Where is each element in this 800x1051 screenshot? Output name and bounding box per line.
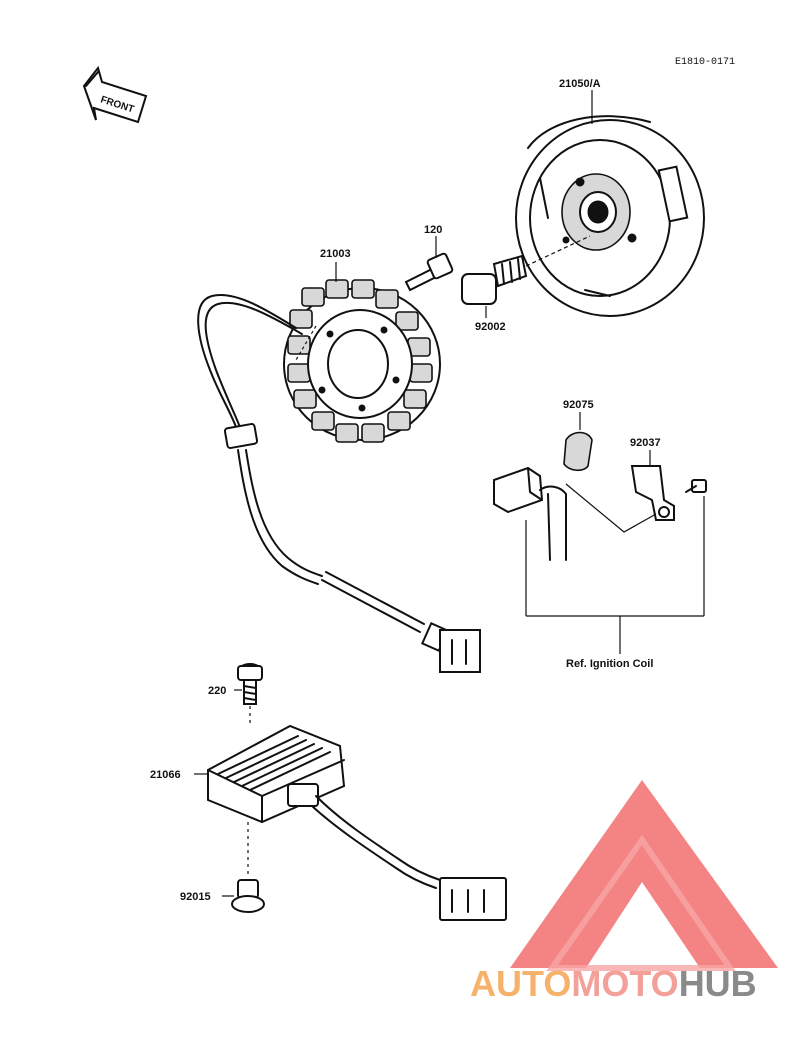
part-number-92002: 92002	[475, 321, 506, 333]
part-number-21003: 21003	[320, 248, 351, 260]
stator-harness	[197, 294, 481, 673]
logo-text-auto: AUTO	[470, 963, 571, 1004]
rotor-bolt-part[interactable]	[461, 235, 591, 305]
part-number-120: 120	[424, 224, 442, 236]
logo-text-hub: HUB	[679, 963, 757, 1004]
front-arrow-icon: FRONT	[82, 65, 148, 124]
stator-part[interactable]	[283, 279, 441, 443]
spacer-part[interactable]	[563, 431, 593, 472]
bracket-bolt-part[interactable]	[685, 479, 707, 493]
rotor-part[interactable]	[515, 115, 705, 317]
grommet-part[interactable]	[231, 879, 265, 913]
part-number-92037: 92037	[630, 437, 661, 449]
figure-code: E1810-0171	[675, 57, 735, 68]
bolt-220-part[interactable]	[237, 663, 263, 705]
part-number-92015: 92015	[180, 891, 211, 903]
logo-text-moto: MOTO	[571, 963, 678, 1004]
part-number-21066: 21066	[150, 769, 181, 781]
part-number-21050a: 21050/A	[559, 78, 601, 90]
bracket-part[interactable]	[630, 465, 675, 521]
ref-bracket-lines	[525, 496, 705, 654]
regulator-part[interactable]	[207, 724, 507, 921]
ref-ignition-coil-label: Ref. Ignition Coil	[566, 658, 653, 670]
automotohub-logo: AUTOMOTOHUB	[470, 780, 778, 1004]
pickup-coil-part[interactable]	[493, 466, 657, 561]
svg-text:AUTOMOTOHUB: AUTOMOTOHUB	[470, 963, 757, 1004]
bolt-120-part[interactable]	[404, 252, 454, 292]
part-number-92075: 92075	[563, 399, 594, 411]
part-number-220: 220	[208, 685, 226, 697]
